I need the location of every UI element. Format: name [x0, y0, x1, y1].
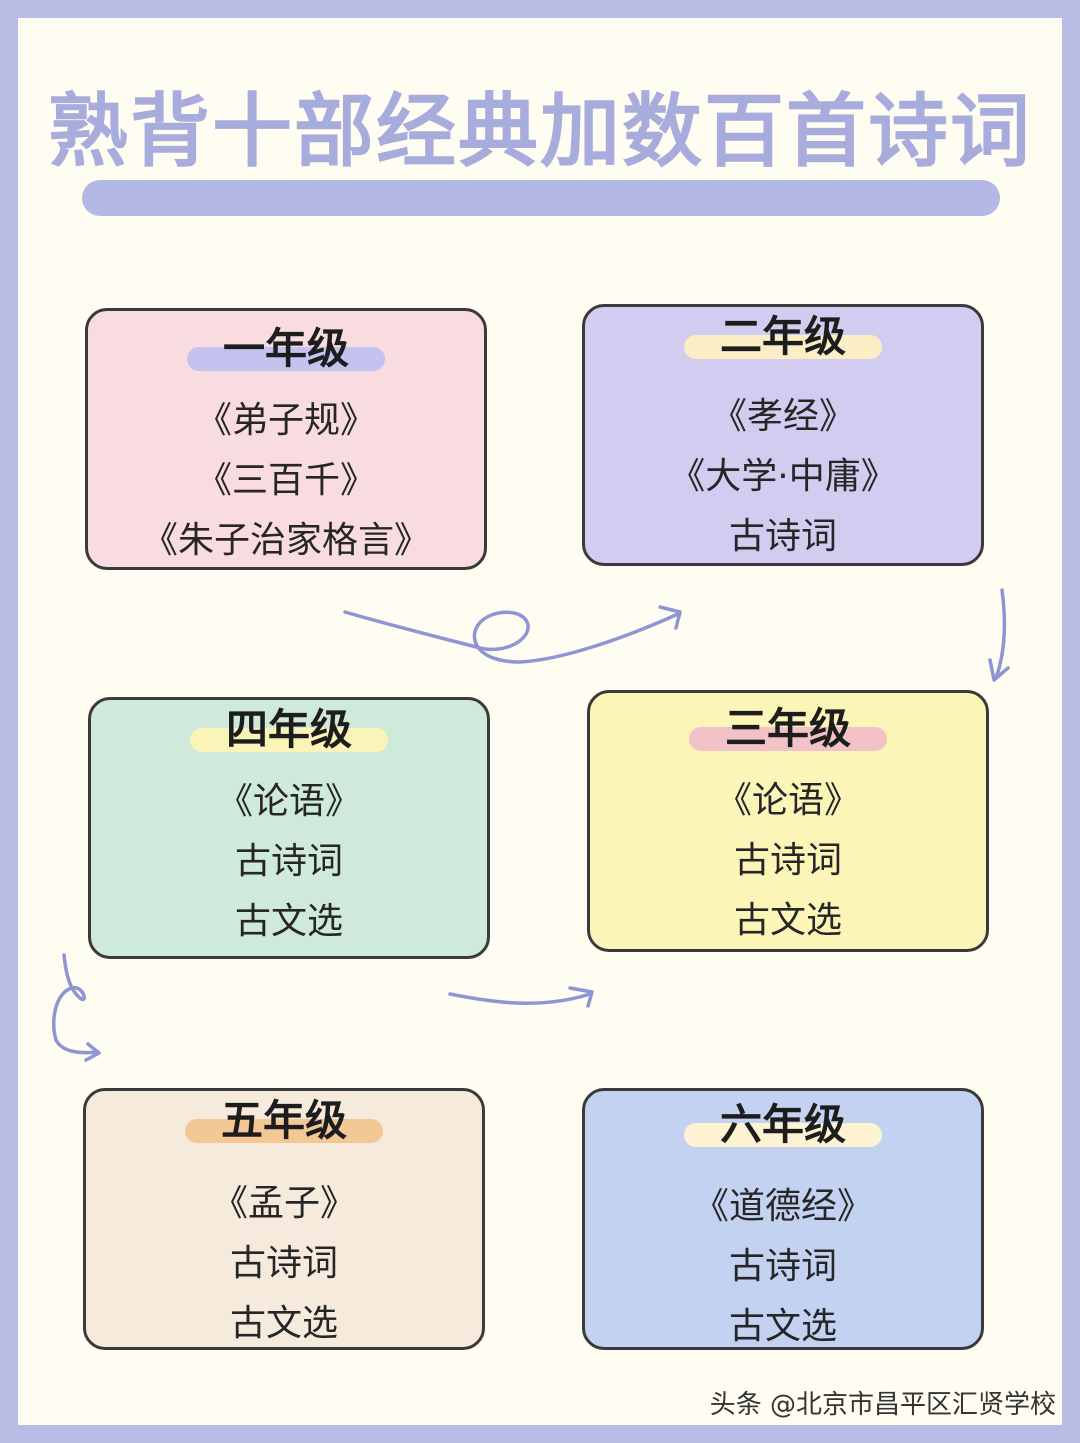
card-header: 四年级	[91, 700, 487, 760]
title-highlight	[185, 1119, 383, 1143]
book-item: 古文选	[234, 901, 343, 942]
page-title: 熟背十部经典加数百首诗词	[48, 85, 1032, 178]
book-item: 《孝经》	[710, 396, 855, 437]
book-list: 《弟子规》 《三百千》 《朱子治家格言》	[88, 391, 484, 571]
grade-card-1: 一年级 《弟子规》 《三百千》 《朱子治家格言》	[85, 308, 487, 570]
book-item: 《朱子治家格言》	[141, 520, 430, 561]
card-header: 一年级	[88, 319, 484, 379]
book-item: 《论语》	[216, 781, 361, 822]
title-highlight	[190, 728, 388, 752]
card-header: 二年级	[585, 307, 981, 367]
card-title: 二年级	[719, 312, 846, 361]
grade-card-6: 六年级 《道德经》 古诗词 古文选	[582, 1088, 984, 1350]
book-item: 古诗词	[234, 841, 343, 882]
book-item: 古诗词	[733, 840, 842, 881]
book-item: 古文选	[229, 1303, 338, 1344]
book-item: 古诗词	[229, 1243, 338, 1284]
grade-card-3: 三年级 《论语》 古诗词 古文选	[587, 690, 989, 952]
watermark-text: 头条 @北京市昌平区汇贤学校	[709, 1390, 1056, 1420]
grade-card-5: 五年级 《孟子》 古诗词 古文选	[83, 1088, 485, 1350]
title-highlight	[684, 335, 882, 359]
book-item: 《道德经》	[692, 1186, 873, 1227]
card-header: 六年级	[585, 1095, 981, 1155]
book-item: 古文选	[733, 900, 842, 941]
book-item: 《三百千》	[195, 460, 376, 501]
book-list: 《道德经》 古诗词 古文选	[585, 1177, 981, 1357]
title-highlight	[684, 1123, 882, 1147]
book-item: 古诗词	[728, 516, 837, 557]
book-list: 《孝经》 《大学·中庸》 古诗词	[585, 387, 981, 567]
card-header: 三年级	[590, 699, 986, 759]
card-header: 五年级	[86, 1091, 482, 1151]
book-item: 《论语》	[715, 780, 860, 821]
grade-card-4: 四年级 《论语》 古诗词 古文选	[88, 697, 490, 959]
card-title: 一年级	[222, 324, 349, 373]
book-item: 《孟子》	[211, 1183, 356, 1224]
card-title: 五年级	[220, 1096, 347, 1145]
title-underline-bar	[82, 180, 1000, 216]
book-item: 《弟子规》	[195, 400, 376, 441]
book-list: 《论语》 古诗词 古文选	[91, 772, 487, 952]
card-title: 三年级	[724, 704, 851, 753]
title-highlight	[187, 347, 385, 371]
book-list: 《论语》 古诗词 古文选	[590, 771, 986, 951]
grade-card-2: 二年级 《孝经》 《大学·中庸》 古诗词	[582, 304, 984, 566]
book-item: 《大学·中庸》	[669, 456, 897, 497]
card-title: 四年级	[225, 705, 352, 754]
card-title: 六年级	[719, 1100, 846, 1149]
book-item: 古文选	[728, 1306, 837, 1347]
title-highlight	[689, 727, 887, 751]
book-item: 古诗词	[728, 1246, 837, 1287]
book-list: 《孟子》 古诗词 古文选	[86, 1174, 482, 1354]
